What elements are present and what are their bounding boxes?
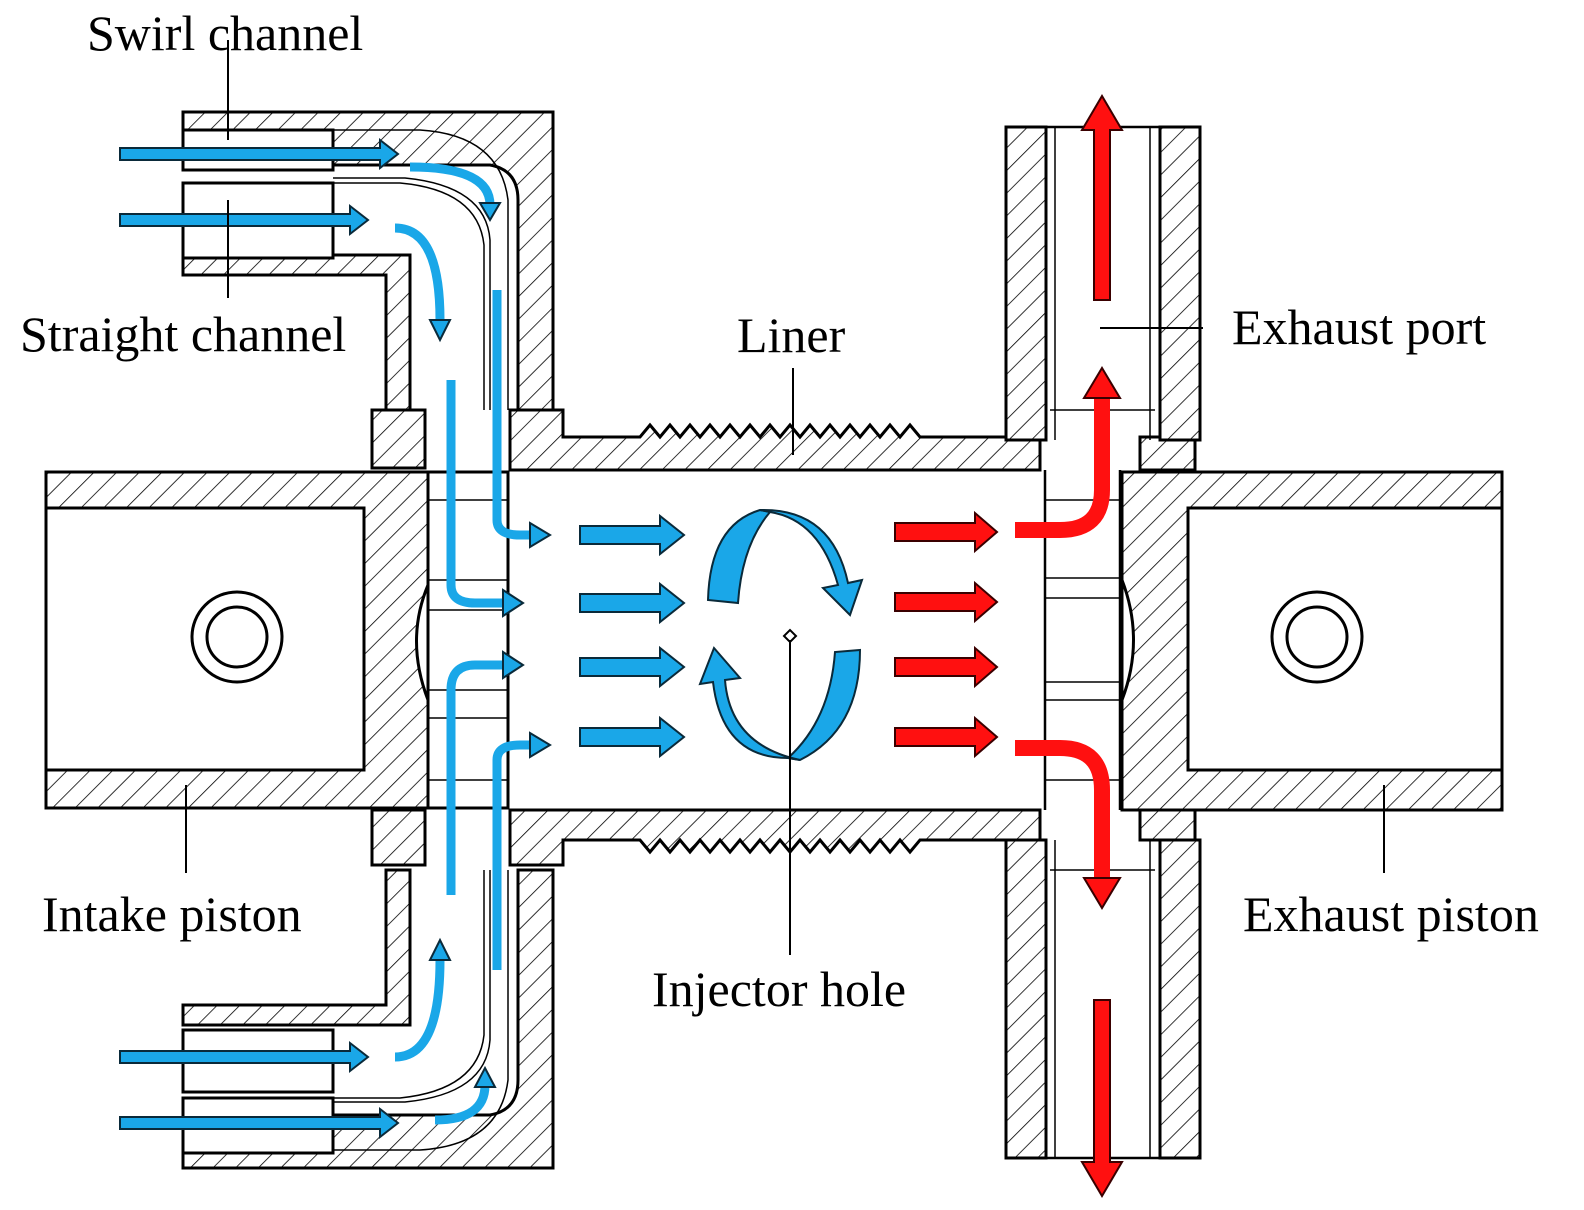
blue-flow-arrow xyxy=(119,1106,400,1140)
blue-flow-arrow xyxy=(579,581,686,625)
red-flow-arrow xyxy=(894,510,999,554)
tumble-swirl-icon xyxy=(698,508,864,762)
red-flow-arrow xyxy=(894,580,999,624)
exhaust-port-upper xyxy=(1004,125,1202,442)
lower-intake-manifold xyxy=(181,868,555,1170)
labels: Swirl channel Straight channel Liner Exh… xyxy=(20,5,1539,1017)
exhaust-port-lower xyxy=(1004,838,1202,1160)
liner-label: Liner xyxy=(737,307,846,363)
intake-flow-arrows xyxy=(119,137,686,1140)
blue-flow-arrow xyxy=(119,137,400,171)
blue-flow-arrow xyxy=(119,1040,370,1074)
leader-lines xyxy=(185,40,1385,955)
intake-piston-label: Intake piston xyxy=(42,886,302,942)
red-flow-arrow xyxy=(894,645,999,689)
blue-flow-arrow xyxy=(119,203,370,237)
exhaust-flow-arrows xyxy=(894,94,1124,1198)
exhaust-port-label: Exhaust port xyxy=(1232,299,1486,355)
exhaust-piston-body xyxy=(1120,470,1504,812)
blue-flow-arrow xyxy=(579,513,686,557)
swirl-channel-label: Swirl channel xyxy=(87,5,363,61)
intake-piston-body xyxy=(44,470,430,810)
exhaust-piston-label: Exhaust piston xyxy=(1243,886,1539,942)
injector-hole-label: Injector hole xyxy=(652,961,906,1017)
blue-flow-arrow xyxy=(579,645,686,689)
red-flow-arrow xyxy=(894,715,999,759)
blue-flow-arrow xyxy=(579,715,686,759)
straight-channel-label: Straight channel xyxy=(20,306,346,362)
